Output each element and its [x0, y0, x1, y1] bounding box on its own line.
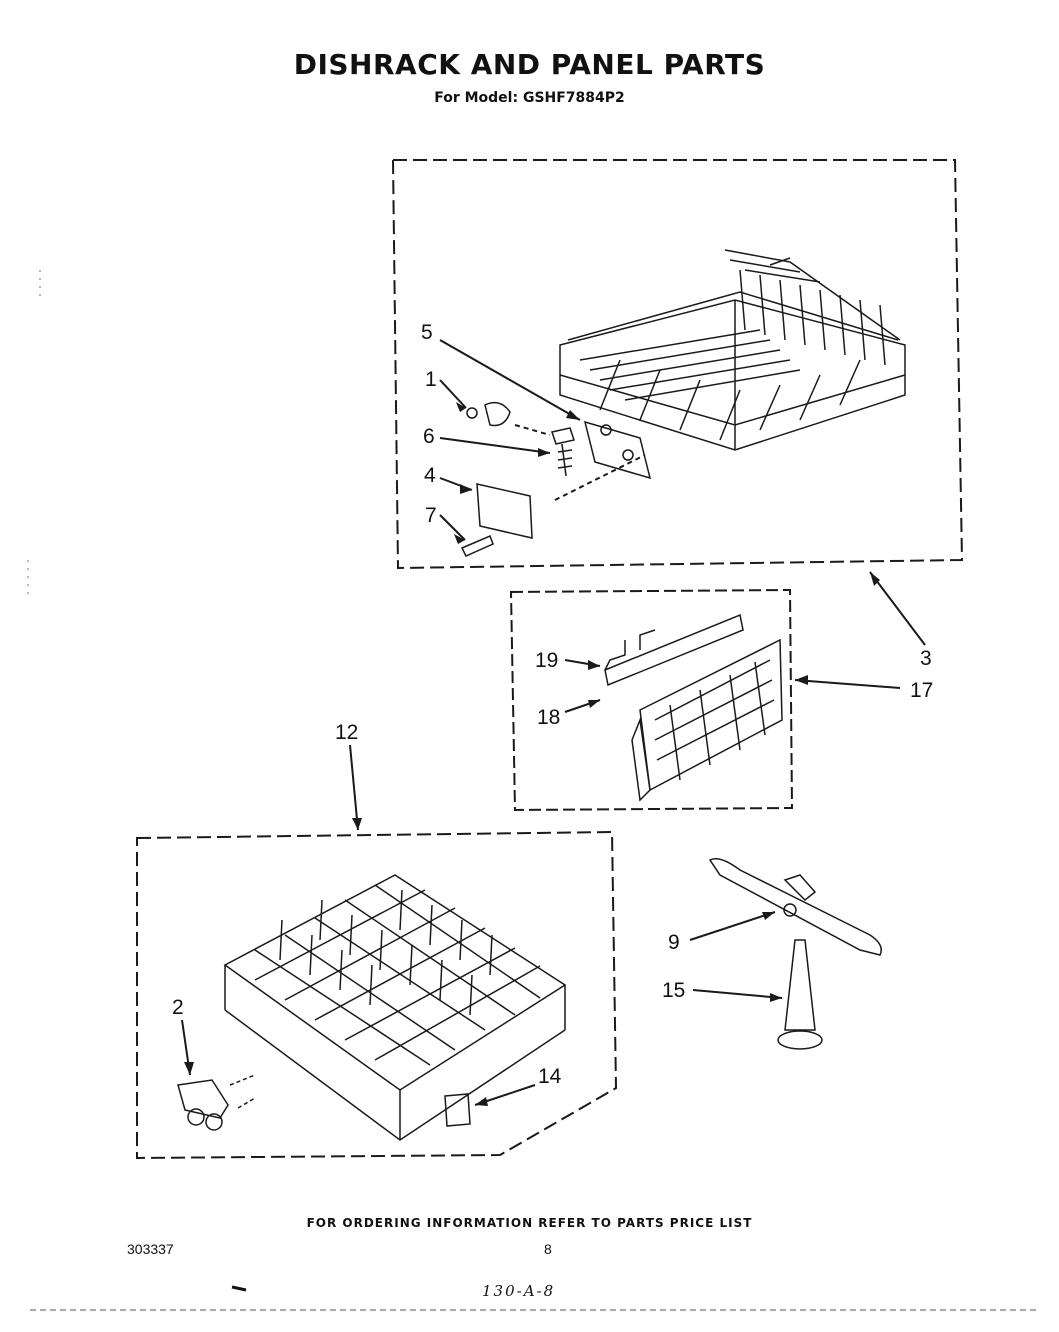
leader-5 — [439, 339, 581, 421]
callout-7: 7 — [425, 504, 437, 527]
leader-17 — [794, 679, 901, 689]
model-label: For Model: — [434, 90, 519, 106]
callout-18: 18 — [537, 706, 561, 729]
leader-9 — [689, 911, 776, 941]
callout-12: 12 — [335, 721, 359, 744]
leader-7 — [439, 514, 466, 541]
leader-3 — [869, 571, 926, 646]
callout-17: 17 — [910, 679, 934, 702]
handwritten-code: 130-A-8 — [482, 1282, 556, 1300]
lower-rack-group-box — [136, 830, 618, 1160]
model-number: GSHF7884P2 — [522, 90, 625, 106]
lower-dishrack-illustration — [177, 874, 567, 1141]
callout-6: 6 — [423, 425, 435, 448]
callout-1: 1 — [425, 368, 437, 391]
supply-tube-illustration — [777, 939, 823, 1050]
front-panel-illustration — [604, 613, 783, 802]
callout-2: 2 — [172, 996, 184, 1019]
document-number: 303337 — [127, 1241, 174, 1257]
callout-3: 3 — [920, 647, 932, 670]
panel-group-box — [509, 588, 794, 812]
upper-rack-group-box — [391, 159, 964, 570]
leader-12 — [349, 744, 359, 831]
leader-1 — [439, 379, 467, 409]
leader-15 — [692, 989, 783, 999]
ordering-note: FOR ORDERING INFORMATION REFER TO PARTS … — [306, 1216, 753, 1230]
callout-15: 15 — [662, 979, 686, 1002]
callout-4: 4 — [424, 464, 436, 487]
page-title: DISHRACK AND PANEL PARTS — [293, 48, 766, 81]
callout-14: 14 — [538, 1065, 562, 1088]
wash-arm-illustration — [708, 858, 882, 956]
page-number: 8 — [544, 1241, 552, 1257]
upper-dishrack-illustration — [559, 249, 906, 451]
callout-5: 5 — [421, 321, 433, 344]
callout-9: 9 — [668, 931, 680, 954]
leader-6 — [439, 437, 551, 454]
model-line: For Model: GSHF7884P2 — [0, 90, 1059, 106]
callout-19: 19 — [535, 649, 559, 672]
rack-adjuster-parts — [460, 401, 652, 557]
